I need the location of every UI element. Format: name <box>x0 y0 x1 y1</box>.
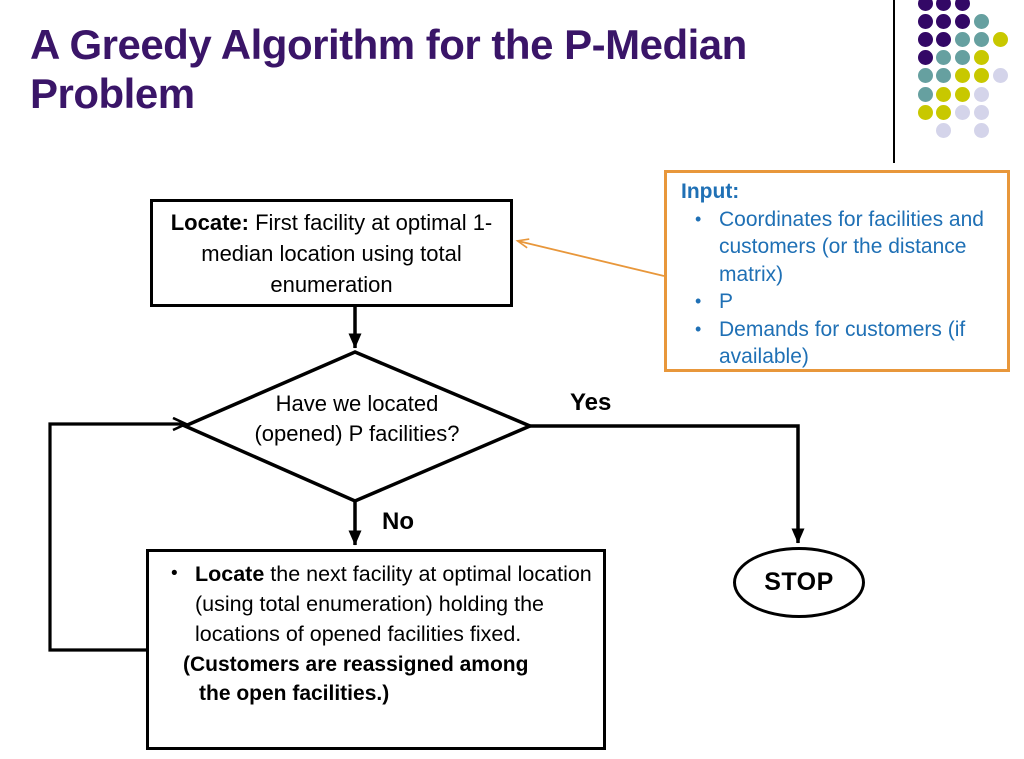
flow-step2-note-line2: the open facilities.) <box>199 682 390 705</box>
stop-node: STOP <box>733 547 865 618</box>
decision-text: Have we located (opened) P facilities? <box>254 391 460 446</box>
input-item: • Coordinates for facilities and custome… <box>695 206 999 289</box>
dot <box>936 104 952 120</box>
arrow-loop-back <box>48 424 185 652</box>
dot <box>955 50 971 66</box>
input-box: Input: • Coordinates for facilities and … <box>664 170 1010 372</box>
flow-step2-note: (Customers are reassigned among the open… <box>171 650 593 708</box>
dot <box>973 50 989 66</box>
dot <box>917 86 933 102</box>
decision-diamond <box>180 350 535 503</box>
flow-step2-item: • Locate the next facility at optimal lo… <box>171 559 593 649</box>
dot <box>973 13 989 29</box>
flow-step2-rest: the next facility at optimal location (u… <box>195 562 592 646</box>
flow-step2-box: • Locate the next facility at optimal lo… <box>146 549 606 750</box>
input-list: • Coordinates for facilities and custome… <box>681 206 999 371</box>
dot <box>936 0 952 11</box>
input-item-text: Demands for customers (if available) <box>719 317 966 369</box>
input-item-text: Coordinates for facilities and customers… <box>719 207 984 286</box>
dot <box>955 104 971 120</box>
bullet-marker: • <box>695 291 702 311</box>
stop-label: STOP <box>764 568 834 596</box>
dot <box>973 68 989 84</box>
dot <box>936 50 952 66</box>
slide-title: A Greedy Algorithm for the P-Median Prob… <box>30 21 747 118</box>
dot <box>917 13 933 29</box>
dot <box>955 13 971 29</box>
no-label: No <box>382 508 414 535</box>
flow-step1-text: Locate: First facility at optimal 1-medi… <box>169 207 494 300</box>
bullet-marker: • <box>171 563 178 584</box>
flow-step2-text: Locate the next facility at optimal loca… <box>195 559 593 649</box>
input-heading: Input: <box>681 180 740 203</box>
dot <box>973 31 989 47</box>
divider-line <box>893 0 895 163</box>
dot <box>973 122 989 138</box>
dot <box>955 31 971 47</box>
input-item-text: P <box>719 290 734 313</box>
dot <box>973 86 989 102</box>
dot <box>973 104 989 120</box>
flow-step1-box: Locate: First facility at optimal 1-medi… <box>150 199 513 307</box>
dot <box>936 122 952 138</box>
arrow-yes-to-stop <box>529 424 805 544</box>
dot <box>917 50 933 66</box>
dot <box>917 31 933 47</box>
dot <box>917 104 933 120</box>
dot <box>955 68 971 84</box>
yes-label: Yes <box>570 389 612 416</box>
input-item: • Demands for customers (if available) <box>695 316 999 371</box>
dot <box>917 0 933 11</box>
bullet-marker: • <box>695 318 702 339</box>
dot <box>936 13 952 29</box>
flow-step1-rest: First facility at optimal 1-median locat… <box>201 209 493 297</box>
dot <box>936 68 952 84</box>
flow-step2-keyword: Locate <box>195 562 265 586</box>
dot <box>992 68 1008 84</box>
flow-step2-note-line1: (Customers are reassigned among <box>183 653 529 676</box>
dot <box>992 31 1008 47</box>
dot <box>917 68 933 84</box>
flow-step1-keyword: Locate: <box>170 209 249 235</box>
arrow-input-annotation <box>518 241 665 277</box>
dot <box>955 0 971 11</box>
dot <box>936 31 952 47</box>
bullet-marker: • <box>695 208 702 229</box>
dot <box>955 86 971 102</box>
dot <box>936 86 952 102</box>
input-item: • P <box>695 288 999 316</box>
